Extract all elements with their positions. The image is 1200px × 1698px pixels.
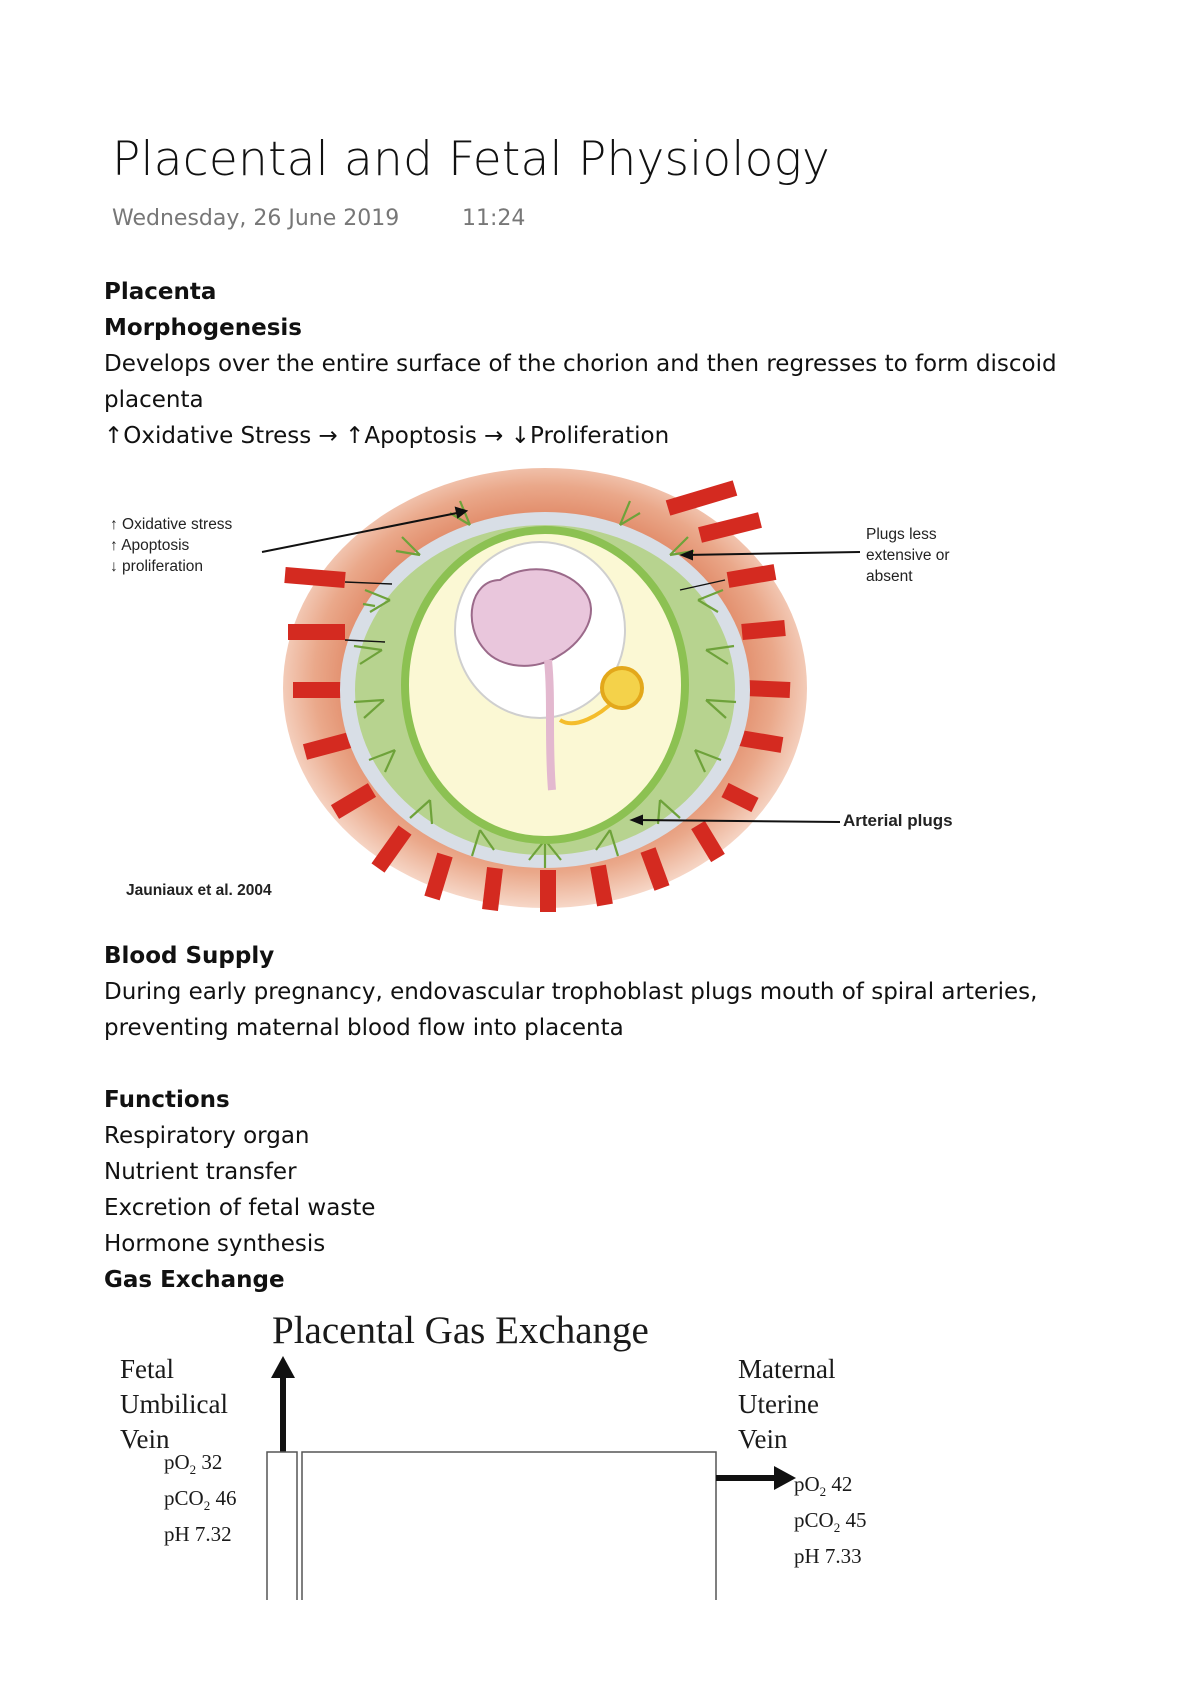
morphogenesis-text-line1: Develops over the entire surface of the …	[104, 351, 1057, 377]
fetal-pco2: pCO2 46	[164, 1486, 237, 1514]
morphogenesis-cascade: ↑Oxidative Stress → ↑Apoptosis → ↓Prolif…	[104, 423, 670, 449]
fetal-label-line1: Fetal	[120, 1354, 174, 1384]
placenta-figure: ↑ Oxidative stress ↑ Apoptosis ↓ prolife…	[0, 460, 1200, 920]
maternal-values: pO2 42 pCO2 45 pH 7.33	[794, 1470, 866, 1571]
gas-exchange-diagram	[266, 1356, 796, 1600]
fetal-values: pO2 32 pCO2 46 pH 7.32	[164, 1448, 236, 1549]
fetal-arrow-head	[271, 1356, 295, 1378]
fetal-vein-label: Fetal Umbilical Vein	[120, 1352, 228, 1457]
functions-section: Functions Respiratory organ Nutrient tra…	[104, 1082, 375, 1298]
plugs-less-label: Plugs less extensive or absent	[866, 524, 950, 587]
umbilical-cord	[544, 659, 556, 791]
morphogenesis-heading: Morphogenesis	[104, 315, 302, 341]
function-item: Nutrient transfer	[104, 1159, 297, 1185]
maternal-label-line2: Uterine	[738, 1389, 819, 1419]
maternal-po2: pO2 42	[794, 1472, 853, 1500]
left-label-line1: ↑ Oxidative stress	[110, 516, 233, 533]
page-date: Wednesday, 26 June 2019	[112, 206, 400, 231]
blood-supply-heading: Blood Supply	[104, 943, 275, 969]
blood-supply-line1: During early pregnancy, endovascular tro…	[104, 979, 1038, 1005]
page-title: Placental and Fetal Physiology	[112, 132, 831, 187]
function-item: Excretion of fetal waste	[104, 1195, 376, 1221]
oxidative-stress-label: ↑ Oxidative stress ↑ Apoptosis ↓ prolife…	[110, 514, 232, 577]
maternal-label-line1: Maternal	[738, 1354, 836, 1384]
function-item: Hormone synthesis	[104, 1231, 326, 1257]
fetal-label-line3: Vein	[120, 1424, 170, 1454]
arterial-plugs-label: Arterial plugs	[843, 811, 953, 830]
page-time: 11:24	[462, 206, 526, 231]
gas-exchange-heading: Gas Exchange	[104, 1267, 285, 1293]
figure1-arrows	[261, 506, 861, 826]
functions-heading: Functions	[104, 1087, 230, 1113]
gas-exchange-figure: Placental Gas Exchange Fetal Umbilical V…	[0, 1300, 1200, 1600]
left-label-line3: ↓ proliferation	[110, 558, 204, 575]
fetal-ph: pH 7.32	[164, 1522, 232, 1547]
right-label-line3: absent	[866, 568, 913, 585]
fetal-vessel	[266, 1451, 298, 1600]
morphogenesis-text-line2: placenta	[104, 387, 204, 413]
fetal-label-line2: Umbilical	[120, 1389, 228, 1419]
maternal-arrow-head	[774, 1466, 796, 1490]
maternal-label-line3: Vein	[738, 1424, 788, 1454]
maternal-compartment	[301, 1451, 717, 1600]
placenta-section: Placenta Morphogenesis Develops over the…	[104, 274, 1057, 454]
function-item: Respiratory organ	[104, 1123, 310, 1149]
villi-branches	[353, 500, 737, 868]
yolk-sac	[600, 666, 644, 710]
maternal-ph: pH 7.33	[794, 1544, 862, 1569]
maternal-pco2: pCO2 45	[794, 1508, 867, 1536]
right-label-line2: extensive or	[866, 547, 950, 564]
maternal-vein-label: Maternal Uterine Vein	[738, 1352, 835, 1457]
blood-supply-section: Blood Supply During early pregnancy, end…	[104, 938, 1037, 1046]
embryo	[470, 568, 592, 667]
right-label-line1: Plugs less	[866, 526, 937, 543]
placenta-heading: Placenta	[104, 279, 217, 305]
spiral-arteries	[284, 480, 791, 912]
gas-exchange-title: Placental Gas Exchange	[272, 1309, 649, 1352]
figure-citation: Jauniaux et al. 2004	[126, 882, 272, 899]
blood-supply-line2: preventing maternal blood flow into plac…	[104, 1015, 624, 1041]
fetal-po2: pO2 32	[164, 1450, 223, 1478]
left-label-line2: ↑ Apoptosis	[110, 537, 190, 554]
placenta-illustration	[261, 468, 861, 912]
